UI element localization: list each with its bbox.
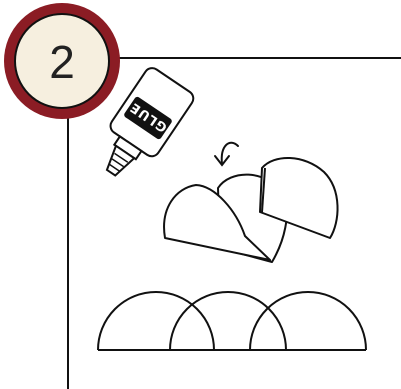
step-badge: 2 [4, 3, 120, 119]
step-number: 2 [49, 36, 75, 88]
curved-arrow-icon [215, 143, 238, 165]
folded-pieces [164, 158, 337, 262]
semicircle-right [250, 292, 366, 350]
semicircle-row [98, 292, 366, 350]
